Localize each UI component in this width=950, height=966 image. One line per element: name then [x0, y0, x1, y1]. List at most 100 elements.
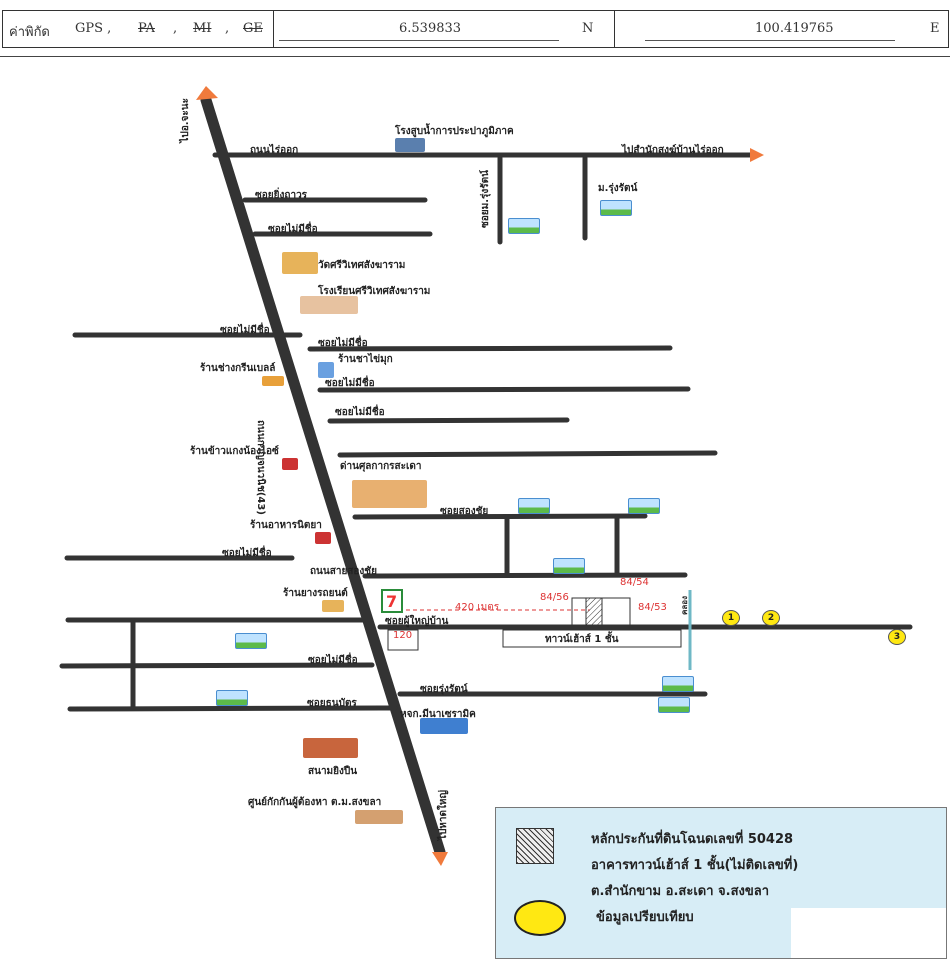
longitude-value: 100.419765 — [755, 21, 834, 36]
road-label: ถนนไร่ออก — [250, 145, 299, 156]
tea-shop-icon — [318, 362, 334, 378]
mechanic-icon — [262, 376, 284, 386]
seven-eleven-icon — [381, 589, 403, 613]
road-label: ซอยไม่มีชื่อ — [335, 407, 385, 418]
landmark-label: โรงสูบน้ำการประปาภูมิภาค — [395, 126, 514, 137]
house-icon — [658, 697, 690, 713]
gps-label: GPS , — [75, 21, 112, 36]
house-icon — [518, 498, 550, 514]
landmark-label: ร้านอาหารนิตยา — [250, 520, 322, 531]
to-north-label: ไปอ.จะนะ — [180, 98, 191, 143]
shooting-range-icon — [303, 738, 358, 758]
legend-building: อาคารทาวน์เฮ้าส์ 1 ชั้น(ไม่ติดเลขที่) — [591, 858, 799, 873]
side-distance-box — [387, 629, 419, 651]
divider — [0, 56, 950, 57]
comparison-marker: 1 — [722, 610, 740, 626]
separator: , — [225, 21, 230, 36]
longitude-cell: 100.419765 E — [615, 11, 948, 47]
water-plant-icon — [395, 138, 425, 152]
house-icon — [216, 690, 248, 706]
road-label: ซอยไม่มีชื่อ — [318, 338, 368, 349]
townhouse-label: ทาวน์เฮ้าส์ 1 ชั้น — [545, 634, 619, 645]
road-soi-unnamed-5 — [337, 450, 718, 458]
landmark-label: หจก.มีนาเซรามิค — [400, 709, 476, 720]
arrow-north-icon — [196, 86, 218, 100]
house-icon — [600, 200, 632, 216]
landmark-label: ร้านข้าวแกงน้องไอซ์ — [190, 446, 279, 457]
landmark-label: ศูนย์กักกันผู้ต้องหา ต.ม.สงขลา — [248, 797, 382, 808]
house-icon — [662, 676, 694, 692]
hatch-swatch-icon — [516, 828, 554, 864]
legend-comparison: ข้อมูลเปรียบเทียบ — [596, 910, 694, 925]
landmark-label: วัดศรีวิเทศสังฆาราม — [318, 260, 406, 271]
road-label: ซอยรุ่งรัตน์ — [420, 684, 468, 695]
road-soi-songchai — [352, 513, 648, 520]
longitude-unit: E — [930, 21, 940, 36]
road-label: ซอยไม่มีชื่อ — [308, 655, 358, 666]
restaurant-icon — [315, 532, 331, 544]
minimart-icon — [420, 718, 468, 734]
landmark-label: ด่านศุลกากรสะเดา — [340, 461, 422, 472]
plot-label: 84/54 — [620, 577, 649, 588]
subject-plot — [585, 597, 603, 627]
townhouse-box — [502, 629, 682, 648]
road-label: ซอยธนบัตร — [307, 698, 357, 709]
road-label: ซอยไม่มีชื่อ — [325, 378, 375, 389]
house-icon — [628, 498, 660, 514]
arrow-south-icon — [432, 852, 448, 866]
temple-icon — [282, 252, 318, 274]
map-legend: หลักประกันที่ดินโฉนดเลขที่ 50428 อาคารทา… — [495, 807, 947, 959]
road-soi-unnamed-3 — [317, 386, 691, 393]
road-soi-unnamed-2 — [307, 345, 673, 352]
detention-center-icon — [355, 810, 403, 824]
to-south-label: ไปหาดใหญ่ — [438, 790, 449, 841]
to-east-label: ไปสำนักสงฆ์บ้านไร่ออก — [622, 145, 724, 156]
road-label: ซอยไม่มีชื่อ — [222, 548, 272, 559]
road-label: ซอยม.รุ่งรัตน์ — [480, 170, 491, 228]
separator: , — [173, 21, 178, 36]
yellow-circle-icon — [514, 900, 566, 936]
coordinates-table: ค่าพิกัด GPS , PA , MI , GE 6.539833 N 1… — [2, 10, 949, 48]
side-distance-label: 120 — [393, 630, 413, 641]
distance-label: 420 เมตร — [455, 602, 500, 613]
landmark-label: ร้านชาไข่มุก — [338, 354, 393, 365]
subject-plot-outline — [571, 597, 631, 627]
legend-collateral: หลักประกันที่ดินโฉนดเลขที่ 50428 — [591, 832, 794, 847]
landmark-label: ร้านช่างกรีนเบลล์ — [200, 363, 276, 374]
road-label: ซอยสองชัย — [440, 506, 489, 517]
main-road — [200, 94, 446, 858]
road-label: ซอยผู้ใหญ่บ้าน — [385, 616, 449, 627]
ge-label: GE — [243, 21, 263, 36]
pa-label: PA — [138, 21, 155, 36]
landmark-label: ม.รุ่งรัตน์ — [598, 183, 638, 194]
coord-label-cell: ค่าพิกัด GPS , PA , MI , GE — [2, 11, 274, 47]
landmark-label: สนามยิงปืน — [308, 766, 358, 777]
comparison-marker: 3 — [888, 629, 906, 645]
latitude-value: 6.539833 — [399, 21, 462, 36]
plot-label: 84/56 — [540, 592, 569, 603]
house-icon — [508, 218, 540, 234]
legend-blank-patch — [791, 908, 946, 958]
legend-location: ต.สำนักขาม อ.สะเดา จ.สงขลา — [591, 884, 770, 899]
school-icon — [300, 296, 358, 314]
landmark-label: ร้านยางรถยนต์ — [283, 588, 348, 599]
road-sai-songchai — [362, 572, 688, 579]
canal-label: คลอง — [680, 596, 689, 615]
road-soi-thanabat — [67, 705, 398, 712]
mi-label: MI — [193, 21, 212, 36]
latitude-cell: 6.539833 N — [274, 11, 615, 47]
plot-label: 84/53 — [638, 602, 667, 613]
customs-icon — [352, 480, 427, 508]
road-label: ซอยไม่มีชื่อ — [268, 224, 318, 235]
landmark-label: โรงเรียนศรีวิเทศสังฆาราม — [318, 286, 431, 297]
seven-eleven-glyph: 7 — [386, 592, 397, 611]
road-label: ถนนสายสองชัย — [310, 566, 377, 577]
house-icon — [553, 558, 585, 574]
road-label: ซอยไม่มีชื่อ — [220, 325, 270, 336]
curry-shop-icon — [282, 458, 298, 470]
arrow-east-icon — [750, 148, 764, 162]
road-soi-left-3 — [59, 662, 375, 669]
road-label: ซอยยิ่งถาวร — [255, 190, 308, 201]
